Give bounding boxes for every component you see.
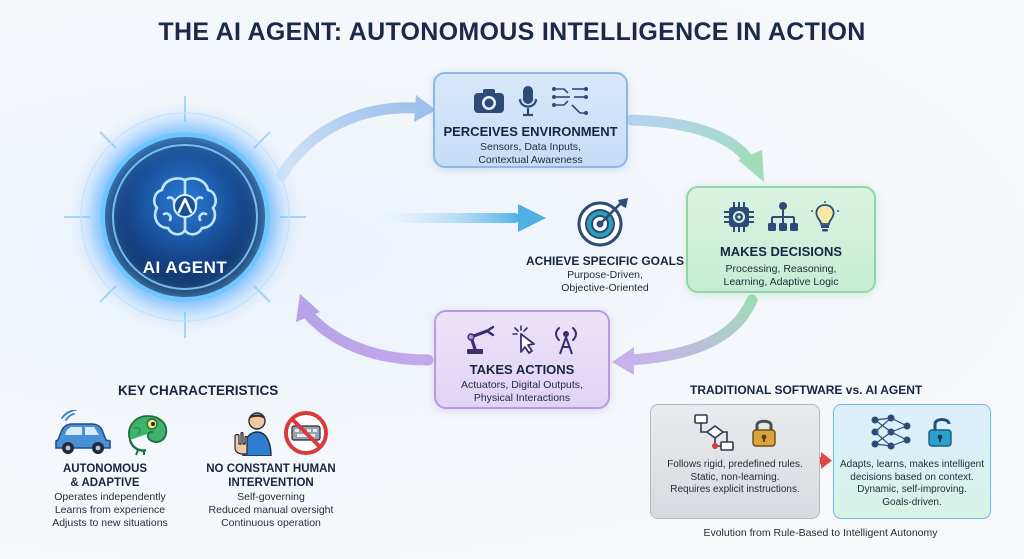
autonomous-line-2: Learns from experience [54, 504, 166, 516]
autonomous-heading-line-2: & ADAPTIVE [70, 477, 140, 489]
goal-line-1: Purpose-Driven, [567, 269, 643, 281]
agent-label: AI AGENT [142, 258, 228, 277]
orb-ring [112, 144, 258, 290]
chip-gear-icon [724, 202, 754, 232]
person-stop-icon [234, 412, 272, 456]
ai-line-4: Goals-driven. [882, 496, 942, 508]
arrow-to-perceive [276, 102, 424, 181]
arrow-to-decide-head [738, 150, 764, 182]
goal-heading: ACHIEVE SPECIFIC GOALS [525, 254, 685, 268]
decide-icons [694, 198, 868, 236]
traditional-line-3: Requires explicit instructions. [670, 484, 800, 495]
no-human-line-1: Self-governing [237, 491, 305, 503]
orb-rays [64, 96, 306, 338]
autonomous-heading: AUTONOMOUS & ADAPTIVE [35, 462, 175, 490]
arrow-to-decide [626, 114, 758, 171]
org-chart-icon [768, 202, 798, 231]
arrow-to-agent [300, 306, 434, 366]
arrow-to-act [624, 294, 758, 366]
goal-text: Purpose-Driven, Objective-Oriented [520, 269, 690, 295]
autonomous-text: Operates independently Learns from exper… [35, 491, 185, 530]
brain-icon [152, 177, 218, 236]
no-human-heading: NO CONSTANT HUMAN INTERVENTION [196, 462, 346, 490]
chameleon-icon [128, 415, 168, 456]
cursor-click-icon [512, 325, 535, 354]
arrow-to-act-head [612, 347, 634, 375]
circuit-icon [551, 87, 588, 115]
perceive-icons [441, 82, 620, 120]
neural-network-icon [871, 414, 911, 450]
traditional-software-box: Follows rigid, predefined rules. Static,… [650, 404, 820, 519]
no-human-heading-line-2: INTERVENTION [228, 477, 314, 489]
ai-line-1: Adapts, learns, makes intelligent [840, 459, 984, 470]
ai-agent-orb: AI AGENT [60, 92, 310, 342]
perceive-card: PERCEIVES ENVIRONMENT Sensors, Data Inpu… [433, 72, 628, 168]
goal-line-2: Objective-Oriented [561, 282, 649, 294]
perceive-line-2: Contextual Awareness [478, 154, 583, 166]
target-icon [577, 198, 628, 247]
act-card: TAKES ACTIONS Actuators, Digital Outputs… [434, 310, 610, 409]
traditional-text: Follows rigid, predefined rules. Static,… [657, 459, 813, 497]
decide-card: MAKES DECISIONS Processing, Reasoning, L… [686, 186, 876, 293]
traditional-icons [657, 411, 813, 453]
act-line-2: Physical Interactions [473, 392, 571, 404]
decide-line-1: Processing, Reasoning, [725, 263, 837, 275]
no-human-heading-line-1: NO CONSTANT HUMAN [206, 463, 336, 475]
act-icons [442, 320, 602, 358]
decide-line-2: Learning, Adaptive Logic [723, 276, 839, 288]
act-heading: TAKES ACTIONS [469, 362, 575, 377]
autonomous-icons [52, 410, 172, 456]
act-line-1: Actuators, Digital Outputs, [461, 379, 583, 391]
no-keyboard-icon [284, 411, 328, 455]
goal-arrow-head [518, 204, 546, 232]
flowchart-icon [694, 414, 734, 451]
decide-heading: MAKES DECISIONS [719, 244, 843, 259]
no-human-icons [231, 410, 329, 456]
arrow-to-perceive-head [414, 95, 436, 122]
lock-icon [752, 419, 776, 447]
autonomous-heading-line-1: AUTONOMOUS [62, 463, 148, 475]
compare-arrow-head [821, 452, 832, 469]
perceive-line-1: Sensors, Data Inputs, [480, 141, 581, 153]
ai-line-2: decisions based on context. [850, 471, 974, 483]
no-human-text: Self-governing Reduced manual oversight … [196, 491, 346, 530]
robot-arm-icon [467, 325, 495, 354]
ai-line-3: Dynamic, self-improving. [857, 484, 967, 495]
ai-icons [840, 411, 984, 453]
traditional-line-2: Static, non-learning. [690, 471, 780, 483]
comparison-title: TRADITIONAL SOFTWARE vs. AI AGENT [690, 383, 923, 397]
ai-agent-box: Adapts, learns, makes intelligent decisi… [833, 404, 991, 519]
no-human-line-2: Reduced manual oversight [208, 504, 334, 516]
autonomous-line-1: Operates independently [54, 491, 166, 503]
camera-icon [473, 89, 504, 113]
ai-text: Adapts, learns, makes intelligent decisi… [840, 459, 984, 509]
comparison-caption: Evolution from Rule-Based to Intelligent… [703, 527, 938, 539]
no-human-line-3: Continuous operation [221, 517, 321, 529]
lightbulb-icon [811, 201, 839, 232]
perceive-heading: PERCEIVES ENVIRONMENT [443, 124, 618, 139]
antenna-icon [555, 327, 577, 355]
arrow-to-agent-head [296, 294, 320, 322]
car-icon [55, 410, 111, 454]
microphone-icon [518, 86, 537, 117]
goal-beam [370, 213, 520, 223]
unlock-icon [928, 418, 952, 447]
page-title: THE AI AGENT: AUTONOMOUS INTELLIGENCE IN… [158, 18, 866, 46]
autonomous-line-3: Adjusts to new situations [52, 517, 168, 529]
traditional-line-1: Follows rigid, predefined rules. [667, 459, 803, 470]
characteristics-title: KEY CHARACTERISTICS [118, 383, 279, 398]
